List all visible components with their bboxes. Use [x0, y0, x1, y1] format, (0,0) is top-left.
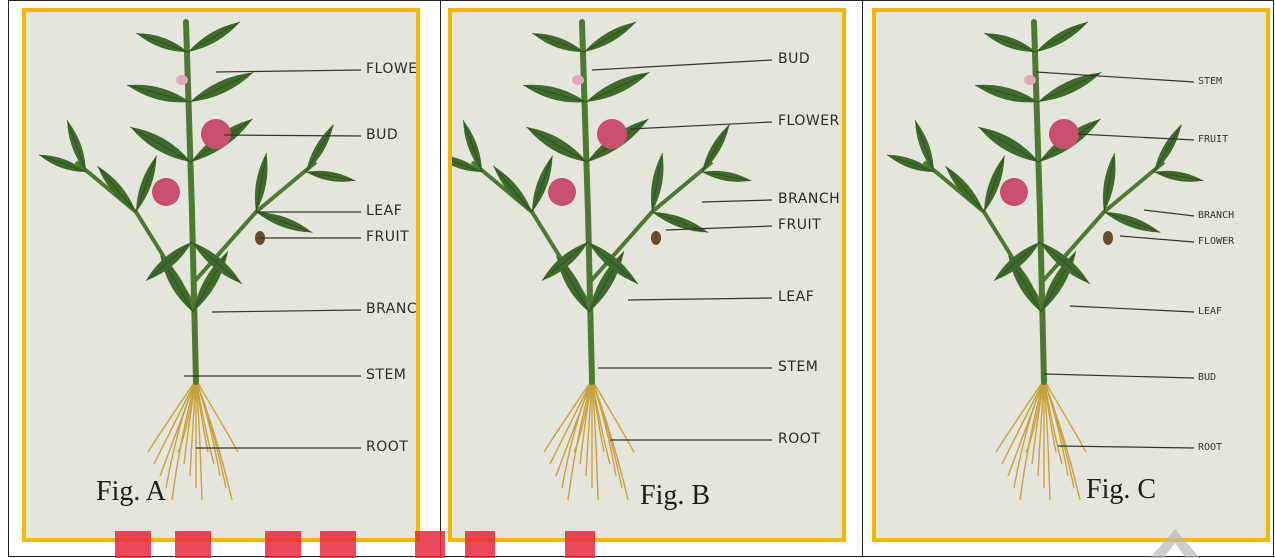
- label-a-7: ROOT: [366, 439, 408, 455]
- flower-shape: [597, 119, 627, 149]
- flower-shape: [152, 178, 180, 206]
- label-b-2: FLOWER: [778, 113, 840, 129]
- figure-caption-b: Fig. B: [640, 480, 710, 512]
- flower-shape: [1000, 178, 1028, 206]
- column-divider: [862, 0, 863, 557]
- label-b-1: BUD: [778, 51, 810, 67]
- label-c-1: STEM: [1198, 76, 1222, 87]
- figure-c-panel: STEM FRUIT BRANCH FLOWER LEAF BUD ROOT F…: [872, 8, 1270, 542]
- label-b-5: LEAF: [778, 289, 814, 305]
- label-a-6: STEM: [366, 367, 406, 383]
- stem-shape: [1034, 22, 1044, 382]
- label-c-2: FRUIT: [1198, 134, 1228, 145]
- label-a-4: FRUIT: [366, 229, 409, 245]
- label-a-1: FLOWE: [366, 61, 418, 77]
- plant-illustration-a: [26, 12, 416, 538]
- figure-caption-c: Fig. C: [1086, 474, 1156, 506]
- fruit-shape: [651, 231, 661, 245]
- label-b-6: STEM: [778, 359, 818, 375]
- watermark-graphic: [1140, 525, 1210, 558]
- plant-illustration-b: [452, 12, 842, 538]
- label-c-7: ROOT: [1198, 442, 1222, 453]
- plant-illustration-c: [876, 12, 1266, 538]
- label-c-5: LEAF: [1198, 306, 1222, 317]
- label-a-3: LEAF: [366, 203, 402, 219]
- flower-shape: [201, 119, 231, 149]
- label-c-4: FLOWER: [1198, 236, 1234, 247]
- label-b-3: BRANCH: [778, 191, 840, 207]
- column-divider: [440, 0, 441, 557]
- figure-caption-a: Fig. A: [96, 476, 166, 508]
- figure-b-panel: BUD FLOWER BRANCH FRUIT LEAF STEM ROOT F…: [448, 8, 846, 542]
- bud-shape: [572, 75, 584, 85]
- stem-shape: [582, 22, 592, 382]
- bud-shape: [176, 75, 188, 85]
- flower-shape: [548, 178, 576, 206]
- watermark-graphic: [115, 525, 675, 558]
- label-b-7: ROOT: [778, 431, 820, 447]
- fruit-shape: [1103, 231, 1113, 245]
- flower-shape: [1049, 119, 1079, 149]
- stem-shape: [186, 22, 196, 382]
- figure-a-panel: FLOWE BUD LEAF FRUIT BRANC STEM ROOT Fig…: [22, 8, 420, 542]
- label-a-2: BUD: [366, 127, 398, 143]
- label-a-5: BRANC: [366, 301, 417, 317]
- label-c-6: BUD: [1198, 372, 1216, 383]
- label-c-3: BRANCH: [1198, 210, 1234, 221]
- label-b-4: FRUIT: [778, 217, 821, 233]
- bud-shape: [1024, 75, 1036, 85]
